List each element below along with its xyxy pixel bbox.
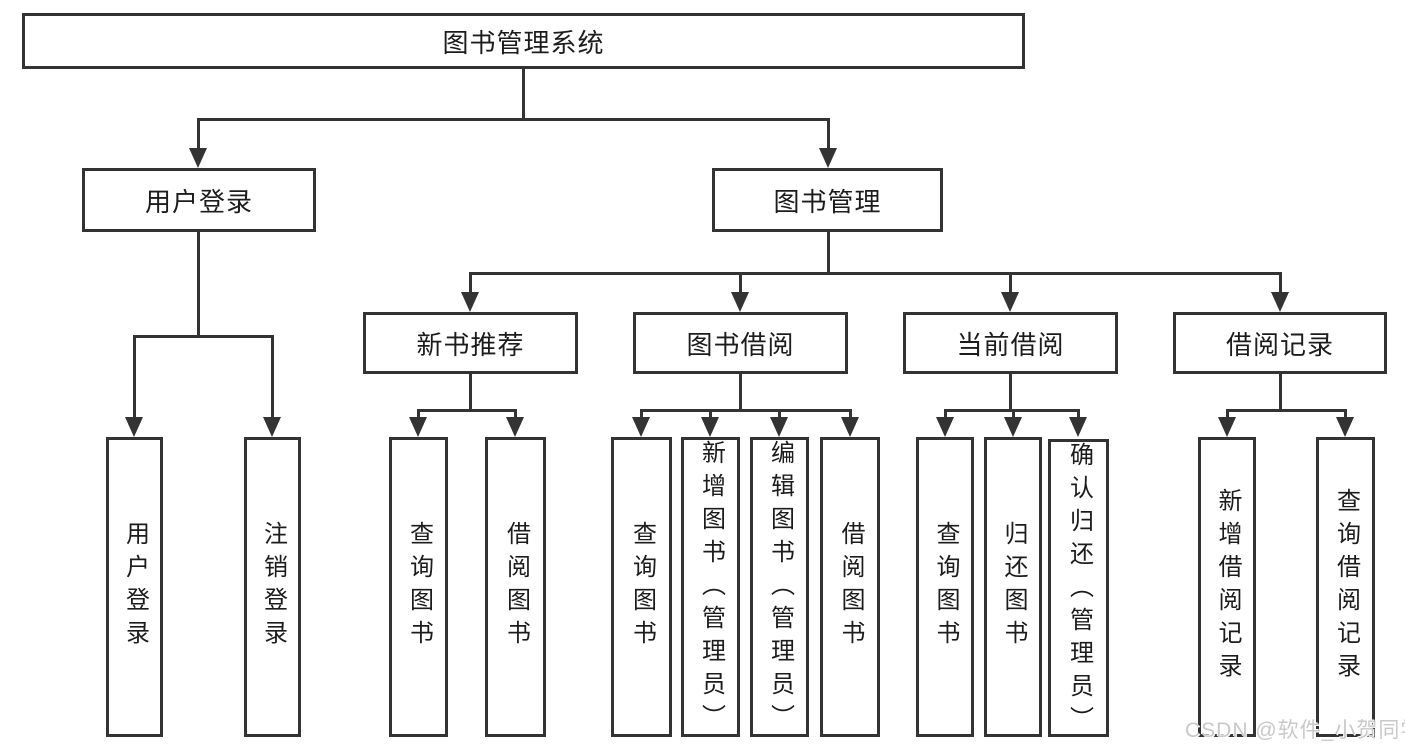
node-label: 新增借阅记录 xyxy=(1214,488,1241,686)
leaf-borrow-books-1: 借阅图书 xyxy=(485,437,546,737)
node-label: 查询借阅记录 xyxy=(1332,488,1360,686)
arrow-to-query-borrow-record xyxy=(1336,409,1354,437)
node-label: 确认归还（管理员） xyxy=(1065,442,1093,739)
node-label: 图书借阅 xyxy=(686,329,795,360)
arrow-to-query-books-3 xyxy=(935,409,954,437)
node-root-library-management-system: 图书管理系统 xyxy=(22,13,1025,69)
connector-borrow-records-stub xyxy=(1278,374,1282,409)
node-label: 查询图书 xyxy=(628,521,656,653)
connector-book-borrow-stub xyxy=(738,374,742,409)
node-label: 图书管理系统 xyxy=(442,27,605,58)
arrow-to-confirm-return xyxy=(1069,409,1087,437)
connector-borrow-records-branch xyxy=(1225,409,1347,412)
csdn-watermark: CSDN @软件_小贺同学 xyxy=(1185,719,1405,742)
arrow-to-leaf-user-login xyxy=(125,335,143,437)
node-borrow-records: 借阅记录 xyxy=(1173,312,1387,374)
connector-book-mgmt-stub xyxy=(826,232,830,272)
connector-new-book-branch xyxy=(417,409,517,412)
node-label: 注销登录 xyxy=(259,521,287,653)
node-label: 借阅记录 xyxy=(1225,329,1334,360)
leaf-confirm-return-admin: 确认归还（管理员） xyxy=(1048,439,1109,739)
node-label: 借阅图书 xyxy=(837,521,864,653)
leaf-query-books-1: 查询图书 xyxy=(389,437,448,737)
connector-book-mgmt-branch xyxy=(468,272,1282,275)
connector-root-branch xyxy=(196,118,830,121)
node-label: 用户登录 xyxy=(121,521,149,653)
leaf-query-borrow-record: 查询借阅记录 xyxy=(1316,437,1375,737)
arrow-to-current-borrow xyxy=(1000,272,1019,312)
node-label: 查询图书 xyxy=(932,521,959,653)
arrow-to-book-management xyxy=(818,118,837,168)
arrow-to-query-books-2 xyxy=(632,409,650,437)
leaf-logout-login: 注销登录 xyxy=(244,437,301,737)
node-label: 查询图书 xyxy=(405,521,433,653)
node-label: 新增图书（管理员） xyxy=(697,440,725,737)
arrow-to-book-borrow xyxy=(730,272,749,312)
node-user-login: 用户登录 xyxy=(82,168,316,232)
node-book-borrow: 图书借阅 xyxy=(633,312,848,374)
arrow-to-borrow-books-1 xyxy=(506,409,524,437)
connector-user-login-stub xyxy=(196,232,200,335)
leaf-add-borrow-record: 新增借阅记录 xyxy=(1198,437,1256,737)
leaf-add-book-admin: 新增图书（管理员） xyxy=(681,437,740,737)
arrow-to-user-login xyxy=(188,118,207,168)
connector-new-book-stub xyxy=(468,374,472,409)
arrow-to-edit-book xyxy=(770,409,788,437)
arrow-to-add-book xyxy=(701,409,719,437)
node-new-book-recommend: 新书推荐 xyxy=(363,312,578,374)
leaf-query-books-3: 查询图书 xyxy=(916,437,974,737)
node-label: 图书管理 xyxy=(773,186,882,217)
node-label: 当前借阅 xyxy=(956,329,1065,360)
leaf-borrow-books-2: 借阅图书 xyxy=(820,437,880,737)
connector-current-borrow-stub xyxy=(1008,374,1012,409)
node-book-management: 图书管理 xyxy=(712,168,943,232)
leaf-user-login: 用户登录 xyxy=(106,437,163,737)
leaf-query-books-2: 查询图书 xyxy=(611,437,672,737)
node-label: 用户登录 xyxy=(144,186,253,217)
connector-book-borrow-branch xyxy=(640,409,851,412)
node-label: 借阅图书 xyxy=(502,521,530,653)
arrow-to-add-borrow-record xyxy=(1217,409,1236,437)
leaf-edit-book-admin: 编辑图书（管理员） xyxy=(750,437,809,737)
arrow-to-leaf-logout xyxy=(263,335,281,437)
node-current-borrow: 当前借阅 xyxy=(903,312,1118,374)
connector-root-stub xyxy=(521,69,525,118)
node-label: 编辑图书（管理员） xyxy=(766,440,794,737)
arrow-to-return-books xyxy=(1003,409,1022,437)
node-label: 归还图书 xyxy=(1000,521,1027,653)
arrow-to-new-book-recommend xyxy=(460,272,479,312)
node-label: 新书推荐 xyxy=(416,329,525,360)
arrow-to-borrow-books-2 xyxy=(840,409,859,437)
connector-user-login-branch xyxy=(133,335,274,338)
leaf-return-books: 归还图书 xyxy=(984,437,1042,737)
arrow-to-query-books-1 xyxy=(409,409,427,437)
arrow-to-borrow-records xyxy=(1270,272,1289,312)
